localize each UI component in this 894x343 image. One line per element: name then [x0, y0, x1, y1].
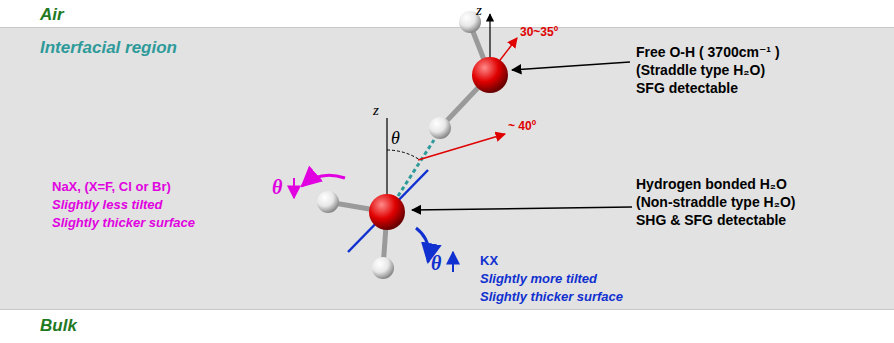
angle-symbol: θ: [431, 252, 441, 275]
note: Slightly thicker surface: [480, 290, 623, 305]
angle-symbol: θ: [391, 128, 400, 149]
region-label: Air: [40, 5, 64, 25]
angle-symbol: θ: [272, 176, 282, 199]
hydrogen-atom: [372, 257, 394, 279]
z-axis: [386, 118, 387, 196]
angle-value: ~ 40º: [508, 120, 536, 134]
salt-label: KX: [480, 254, 498, 269]
angle-value: 30~35º: [520, 26, 558, 40]
pointer-arrow: [412, 207, 632, 210]
note: Slightly more tilted: [480, 272, 597, 287]
axis-label: z: [476, 2, 482, 19]
hydrogen-bond: [398, 140, 434, 196]
note: Slightly less tilted: [52, 198, 163, 213]
oxygen-atom: [472, 57, 508, 93]
angle-arc: [387, 150, 420, 160]
note: SHG & SFG detectable: [636, 212, 786, 228]
hydrogen-atom: [429, 117, 451, 139]
pointer-arrow: [512, 62, 630, 70]
down-arrow: [293, 178, 295, 198]
region-label: Bulk: [40, 316, 77, 336]
note: (Straddle type H₂O): [636, 62, 765, 78]
molecular-axis: [348, 170, 428, 252]
note: Free O-H ( 3700cm⁻¹ ): [636, 44, 780, 60]
hydrogen-atom: [317, 191, 339, 213]
region-label: Interfacial region: [40, 38, 177, 58]
z-axis: [489, 14, 490, 62]
note: Hydrogen bonded H₂O: [636, 176, 787, 192]
air-band: Air: [0, 0, 894, 27]
oxygen-atom: [369, 194, 405, 230]
up-arrow: [452, 252, 454, 272]
note: SFG detectable: [636, 80, 738, 96]
angle-pointer: [418, 134, 505, 160]
axis-label: z: [373, 102, 379, 119]
bulk-band: Bulk: [0, 310, 894, 343]
salt-label: NaX, (X=F, Cl or Br): [52, 180, 171, 195]
tilt-arrow: [416, 228, 429, 262]
tilt-arrow: [302, 175, 345, 186]
note: (Non-straddle type H₂O): [636, 194, 795, 210]
note: Slightly thicker surface: [52, 216, 195, 231]
